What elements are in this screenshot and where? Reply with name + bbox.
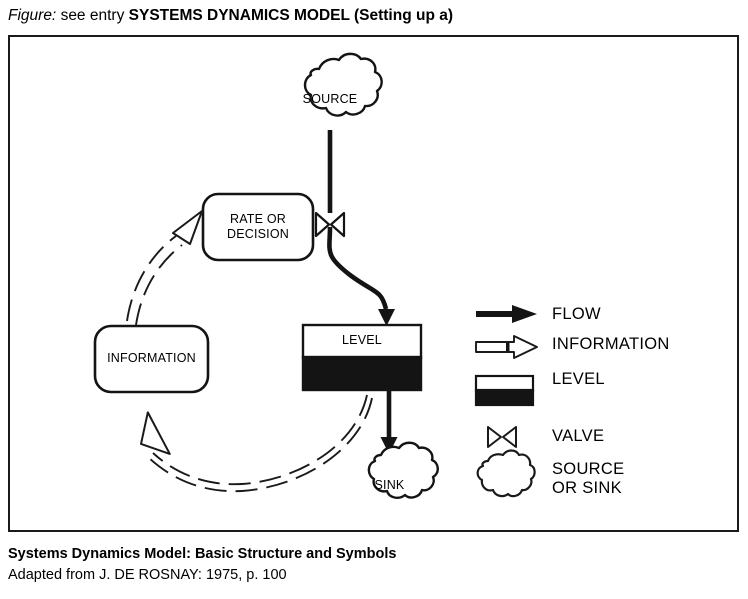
valve-icon: [487, 426, 517, 448]
caption-source: Adapted from J. DE ROSNAY: 1975, p. 100: [8, 567, 287, 583]
information-information-to-rate: [126, 235, 177, 322]
legend-label-valve: VALVE: [552, 427, 605, 445]
level-box-icon: [474, 374, 535, 407]
flow-arrowhead-to-sink: [380, 437, 398, 454]
figure-frame: SOURCE RATE OR DECISION INFORMATION LEVE…: [8, 35, 739, 532]
entry-title: SYSTEMS DYNAMICS MODEL (Setting up a): [128, 7, 454, 24]
figure-label: Figure:: [8, 7, 57, 24]
valve-symbol: [314, 211, 346, 238]
legend-label-level: LEVEL: [552, 370, 605, 388]
figure-header: Figure: see entry SYSTEMS DYNAMICS MODEL…: [8, 6, 453, 26]
information-information-to-rate-inner: [135, 244, 183, 326]
information-arrowhead-to-information: [140, 411, 171, 455]
flow-valve-to-level: [327, 226, 389, 310]
legend-label-flow: FLOW: [552, 305, 601, 323]
systems-dynamics-diagram: [93, 52, 538, 499]
legend-label-information: INFORMATION: [552, 335, 670, 353]
flow-arrow-icon: [476, 305, 537, 323]
see-entry-text: see entry: [60, 7, 125, 24]
node-rate-or-decision: [201, 192, 315, 262]
information-arrowhead-to-rate: [172, 210, 203, 245]
information-level-to-information-inner: [148, 397, 373, 493]
node-sink: [367, 441, 439, 499]
node-source: [303, 52, 383, 117]
node-information: [93, 324, 210, 394]
flow-arrowhead-to-level: [378, 309, 395, 326]
information-level-to-information: [152, 394, 368, 486]
cloud-icon: [476, 449, 536, 498]
node-level: [301, 323, 423, 392]
information-arrow-icon: [475, 335, 538, 359]
legend-label-source-or-sink: SOURCE OR SINK: [552, 460, 625, 497]
caption-title: Systems Dynamics Model: Basic Structure …: [8, 546, 397, 562]
figure-caption: Systems Dynamics Model: Basic Structure …: [8, 545, 708, 585]
